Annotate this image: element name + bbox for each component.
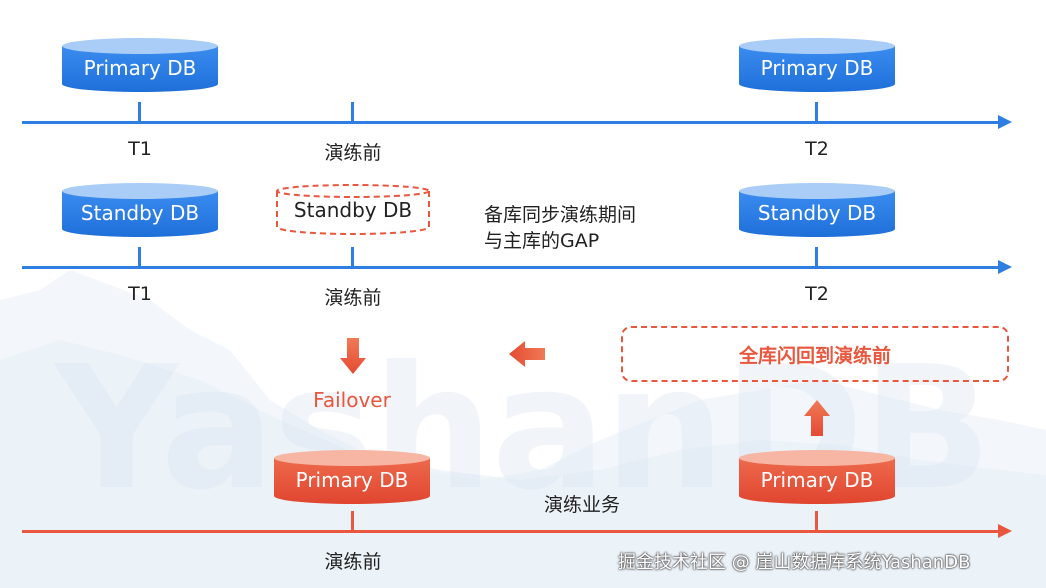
timeline-primary-bottom — [22, 524, 1012, 538]
db-label: Primary DB — [760, 468, 874, 492]
arrow-left-icon — [509, 341, 545, 367]
primary-db-bottom-right: Primary DB — [739, 450, 895, 504]
db-label: Primary DB — [83, 56, 197, 80]
db-label: Primary DB — [760, 56, 874, 80]
db-label: Primary DB — [295, 468, 409, 492]
arrow-up-icon — [804, 400, 830, 436]
label-t1-standby: T1 — [128, 283, 152, 305]
standby-db-middle-dashed: Standby DB — [275, 183, 431, 235]
standby-db-right: Standby DB — [739, 183, 895, 237]
label-pre-drill-standby: 演练前 — [324, 287, 382, 309]
tick-pre-drill-bottom — [351, 511, 354, 531]
primary-db-bottom-left: Primary DB — [274, 450, 430, 504]
tick-pre-drill-top — [351, 102, 354, 122]
tick-t1-top — [138, 102, 141, 122]
tick-t1-standby — [138, 247, 141, 267]
timeline-arrowhead — [998, 260, 1012, 274]
timeline-primary-top — [22, 115, 1012, 129]
label-pre-drill-bottom: 演练前 — [324, 551, 382, 573]
primary-db-top-left: Primary DB — [62, 38, 218, 92]
flashback-label: 全库闪回到演练前 — [738, 344, 891, 367]
gap-note-line1: 备库同步演练期间 — [484, 204, 637, 226]
label-pre-drill-top: 演练前 — [324, 142, 382, 164]
db-label: Standby DB — [80, 201, 200, 225]
tick-pre-drill-standby — [351, 247, 354, 267]
label-t1-top: T1 — [128, 138, 152, 160]
standby-db-left: Standby DB — [62, 183, 218, 237]
failover-label: Failover — [313, 388, 391, 412]
flashback-box: 全库闪回到演练前 — [621, 326, 1009, 382]
primary-db-top-right: Primary DB — [739, 38, 895, 92]
footer-watermark: 掘金技术社区 @ 崖山数据库系统YashanDB — [618, 552, 971, 573]
tick-t2-standby — [815, 247, 818, 267]
tick-bottom-right — [815, 511, 818, 531]
business-label: 演练业务 — [544, 494, 621, 516]
arrow-down-icon — [340, 338, 366, 374]
gap-note-line2: 与主库的GAP — [484, 230, 600, 252]
timeline-arrowhead — [998, 115, 1012, 129]
db-label: Standby DB — [757, 201, 877, 225]
tick-t2-top — [815, 102, 818, 122]
timeline-arrowhead — [998, 524, 1012, 538]
db-label: Standby DB — [293, 198, 413, 222]
timeline-standby — [22, 260, 1012, 274]
label-t2-standby: T2 — [805, 283, 829, 305]
label-t2-top: T2 — [805, 138, 829, 160]
